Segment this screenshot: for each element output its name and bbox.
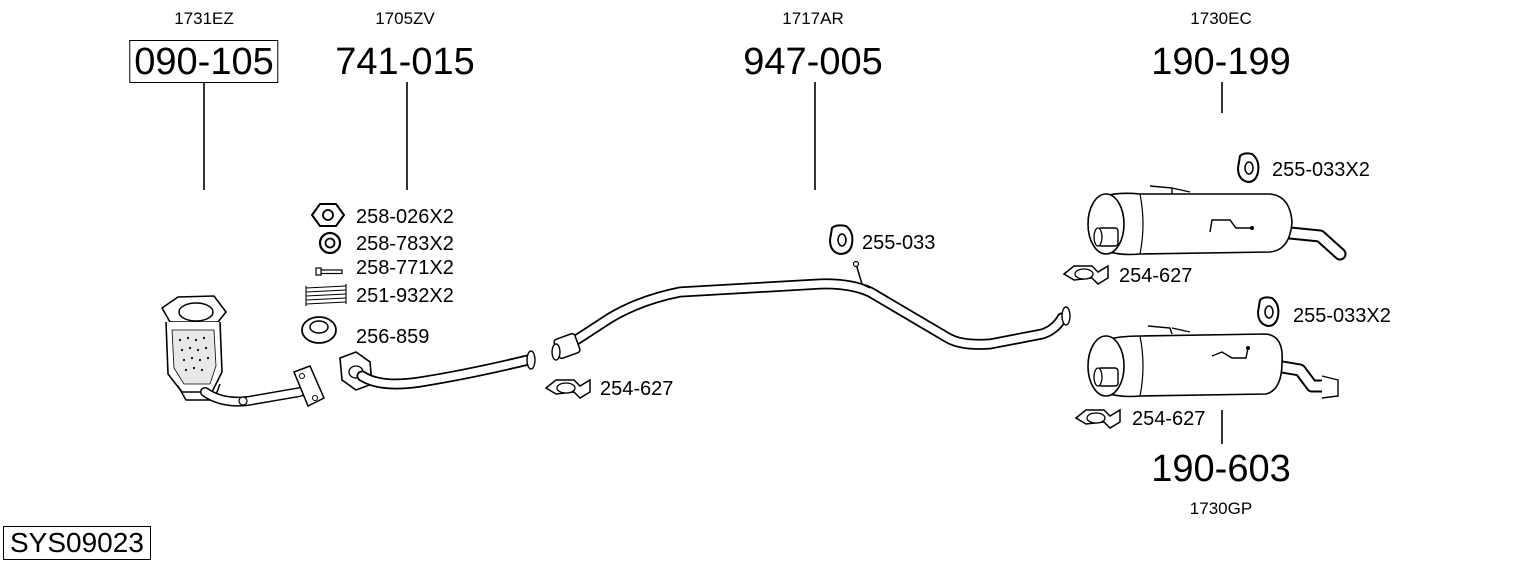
part-number-rear-silencer-bottom[interactable]: 190-603 (1151, 448, 1291, 490)
part-number-front-pipe[interactable]: 741-015 (335, 41, 475, 83)
washer-icon (318, 231, 342, 255)
accessory-label[interactable]: 254-627 (600, 378, 674, 400)
accessory-label[interactable]: 258-026X2 (356, 206, 454, 228)
rear-silencer-top-drawing (1087, 185, 1347, 261)
accessory-label[interactable]: 255-033 (862, 232, 936, 254)
rubber-hanger-icon (828, 224, 854, 256)
part-number-catalyst[interactable]: 090-105 (129, 40, 279, 83)
rubber-hanger-icon (1236, 152, 1260, 184)
accessory-label[interactable]: 254-627 (1132, 408, 1206, 430)
accessory-label[interactable]: 258-783X2 (356, 233, 454, 255)
accessory-label[interactable]: 258-771X2 (356, 257, 454, 279)
catalytic-converter-drawing (160, 295, 325, 408)
nut-icon (310, 203, 346, 227)
middle-pipe-drawing (551, 260, 1071, 361)
oem-code-catalyst: 1731EZ (174, 9, 234, 28)
part-number-middle-pipe[interactable]: 947-005 (743, 41, 883, 83)
part-number-rear-silencer-top[interactable]: 190-199 (1151, 41, 1291, 83)
accessory-label[interactable]: 255-033X2 (1272, 159, 1370, 181)
gasket-ring-icon (301, 316, 337, 344)
front-pipe-drawing (339, 350, 536, 391)
rear-silencer-bottom-drawing (1087, 325, 1339, 399)
accessory-label[interactable]: 254-627 (1119, 265, 1193, 287)
clamp-icon (1074, 408, 1121, 429)
rubber-hanger-icon (1256, 296, 1280, 328)
oem-code-middle-pipe: 1717AR (782, 9, 844, 28)
system-code: SYS09023 (3, 526, 151, 560)
oem-code-front-pipe: 1705ZV (375, 9, 435, 28)
bolt-icon (315, 267, 343, 276)
oem-code-rear-silencer-top: 1730EC (1190, 9, 1252, 28)
clamp-icon (1062, 264, 1109, 285)
clamp-icon (544, 378, 591, 399)
accessory-label[interactable]: 251-932X2 (356, 285, 454, 307)
accessory-label[interactable]: 256-859 (356, 326, 430, 348)
accessory-label[interactable]: 255-033X2 (1293, 305, 1391, 327)
spring-icon (305, 284, 347, 306)
oem-code-rear-silencer-bottom: 1730GP (1189, 499, 1253, 518)
